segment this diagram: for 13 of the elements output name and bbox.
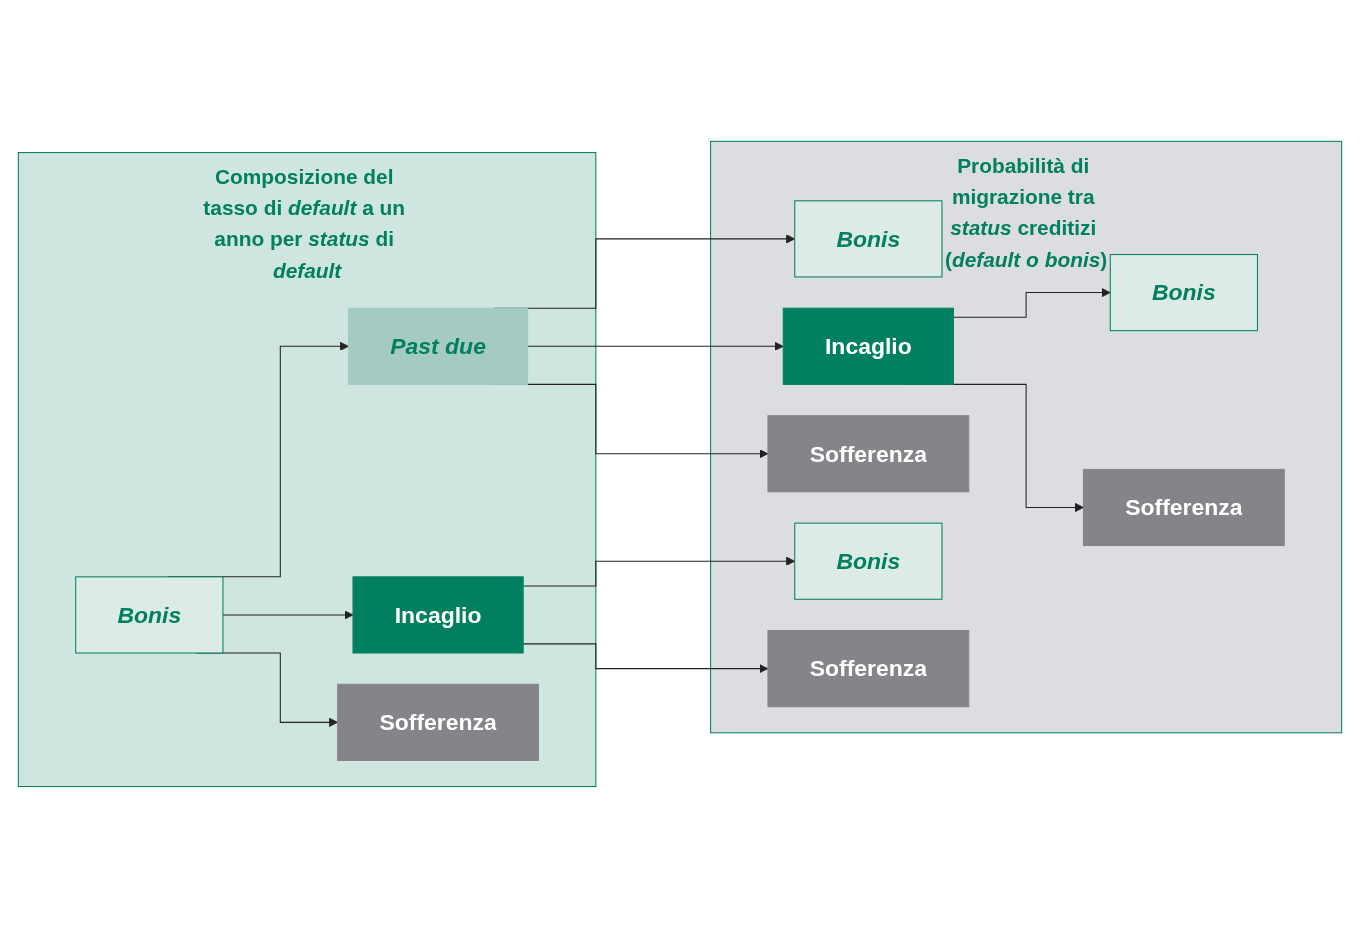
node-box: Incaglio [352,576,524,654]
node-box: Incaglio [782,307,954,385]
arrow [527,341,784,351]
arrow [222,610,354,620]
node-box: Bonis [1109,254,1258,332]
node-box: Bonis [794,200,943,278]
node-box: Sofferenza [337,683,539,761]
node-box: Sofferenza [1082,468,1285,547]
node-box: Past due [348,307,529,385]
node-box: Sofferenza [767,415,970,493]
node-box: Bonis [794,522,943,600]
node-box: Bonis [75,576,224,654]
node-box: Sofferenza [767,630,970,708]
